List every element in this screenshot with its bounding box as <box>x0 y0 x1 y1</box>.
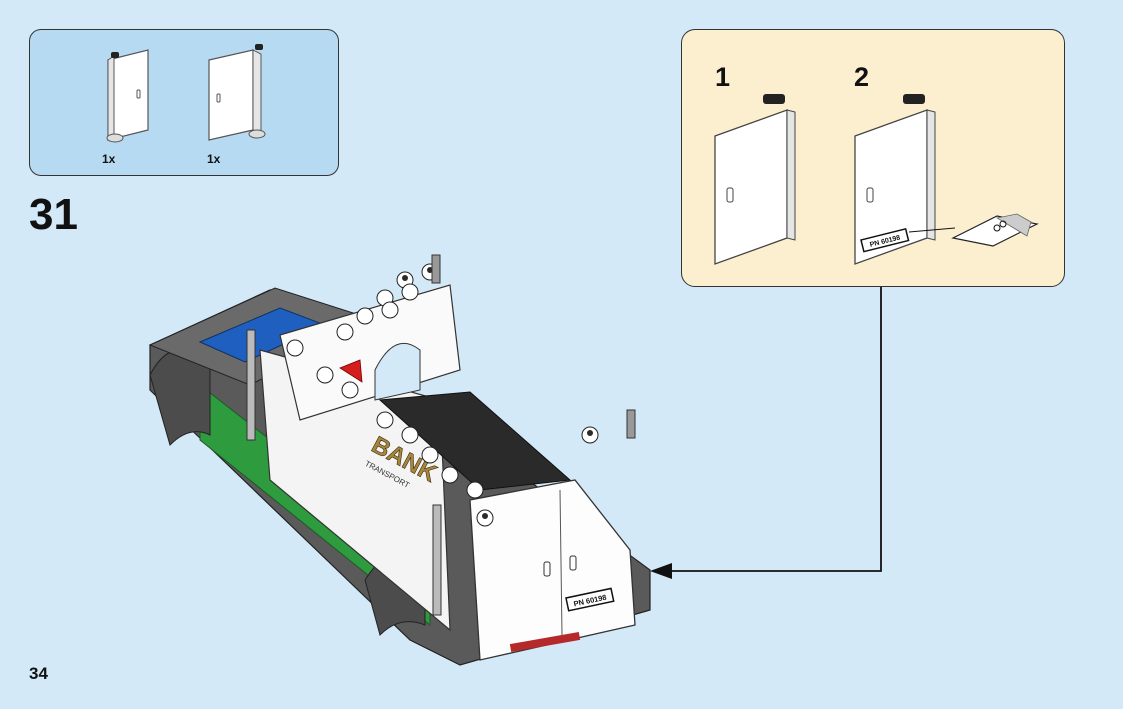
step-number: 31 <box>29 190 78 239</box>
part-quantity-2: 1x <box>207 152 221 166</box>
substep-label-1: 1 <box>715 62 731 92</box>
substep-label-2: 2 <box>854 62 870 92</box>
door-with-sticker-icon: PN 60198 <box>854 94 1039 265</box>
substep-box: 1 2 PN 60198 <box>681 29 1065 287</box>
door-left-icon <box>106 49 149 143</box>
door-right-icon <box>208 44 266 141</box>
parts-list-box: 1x 1x <box>29 29 339 176</box>
page-number: 34 <box>29 664 48 683</box>
part-quantity-1: 1x <box>102 152 116 166</box>
truck-model-illustration: PN 60198 BANK TRANSPORT <box>148 254 651 666</box>
door-icon <box>714 94 796 265</box>
